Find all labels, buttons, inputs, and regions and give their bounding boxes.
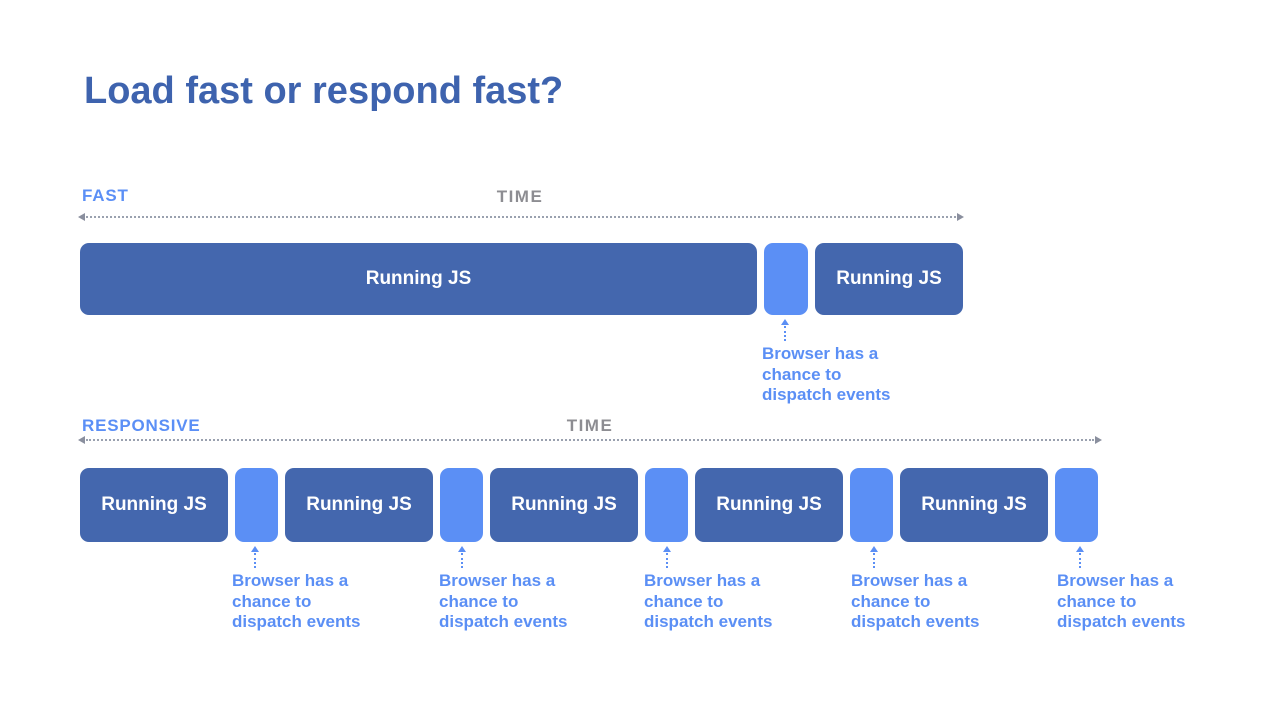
annotation-line: dispatch events — [851, 612, 980, 631]
annotation-line: dispatch events — [439, 612, 568, 631]
annotation-line: chance to — [439, 591, 519, 611]
annotation-line: chance to — [1057, 591, 1137, 611]
dotted-up-arrow-icon — [780, 319, 790, 341]
annotation-text: Browser has a chance to dispatch events — [851, 571, 1026, 633]
annotation-text: Browser has a chance to dispatch events — [644, 571, 819, 633]
annotation-line: Browser has a — [1057, 571, 1174, 590]
annotation-text: Browser has a chance to dispatch events — [439, 571, 614, 633]
responsive-time-axis — [78, 434, 1102, 446]
running-js-bar: Running JS — [490, 468, 638, 542]
annotation-line: dispatch events — [232, 612, 361, 631]
timeline-dotted-line — [86, 216, 956, 218]
dotted-up-arrow-icon — [250, 546, 260, 568]
dotted-up-arrow-icon — [457, 546, 467, 568]
running-js-bar: Running JS — [900, 468, 1048, 542]
responsive-section-label: RESPONSIVE — [82, 416, 201, 435]
timeline-dotted-line — [86, 439, 1094, 441]
dispatch-annotation: Browser has a chance to dispatch events — [232, 546, 407, 633]
running-js-bar: Running JS — [80, 468, 228, 542]
fast-bar-row: Running JS Running JS — [80, 243, 963, 315]
annotation-text: Browser has a chance to dispatch events — [1057, 571, 1232, 633]
fast-time-label: TIME — [496, 187, 544, 206]
annotation-line: chance to — [232, 591, 312, 611]
annotation-line: Browser has a — [439, 571, 556, 590]
dispatch-annotation: Browser has a chance to dispatch events — [644, 546, 819, 633]
timeline-left-arrowhead-icon — [78, 213, 85, 221]
annotation-line: Browser has a — [851, 571, 968, 590]
annotation-line: dispatch events — [762, 385, 891, 404]
dotted-up-arrow-icon — [1075, 546, 1085, 568]
fast-section-label: FAST — [82, 186, 129, 205]
timeline-right-arrowhead-icon — [1095, 436, 1102, 444]
annotation-line: Browser has a — [232, 571, 349, 590]
event-gap-block — [764, 243, 808, 315]
event-gap-block — [235, 468, 278, 542]
event-gap-block — [850, 468, 893, 542]
responsive-bar-row: Running JS Running JS Running JS Running… — [80, 468, 1098, 542]
annotation-line: dispatch events — [644, 612, 773, 631]
dispatch-annotation: Browser has a chance to dispatch events — [439, 546, 614, 633]
event-gap-block — [1055, 468, 1098, 542]
running-js-bar: Running JS — [815, 243, 963, 315]
annotation-line: chance to — [644, 591, 724, 611]
running-js-bar: Running JS — [80, 243, 757, 315]
dispatch-annotation: Browser has a chance to dispatch events — [762, 319, 937, 406]
event-gap-block — [645, 468, 688, 542]
dispatch-annotation: Browser has a chance to dispatch events — [851, 546, 1026, 633]
responsive-time-label: TIME — [566, 416, 614, 435]
timeline-left-arrowhead-icon — [78, 436, 85, 444]
annotation-line: Browser has a — [762, 344, 879, 363]
annotation-line: chance to — [851, 591, 931, 611]
annotation-line: dispatch events — [1057, 612, 1186, 631]
page-title: Load fast or respond fast? — [84, 70, 564, 112]
annotation-line: Browser has a — [644, 571, 761, 590]
dotted-up-arrow-icon — [662, 546, 672, 568]
timeline-right-arrowhead-icon — [957, 213, 964, 221]
fast-time-axis — [78, 211, 964, 223]
annotation-text: Browser has a chance to dispatch events — [762, 344, 937, 406]
dispatch-annotation: Browser has a chance to dispatch events — [1057, 546, 1232, 633]
dotted-up-arrow-icon — [869, 546, 879, 568]
annotation-line: chance to — [762, 364, 842, 384]
running-js-bar: Running JS — [695, 468, 843, 542]
annotation-text: Browser has a chance to dispatch events — [232, 571, 407, 633]
running-js-bar: Running JS — [285, 468, 433, 542]
event-gap-block — [440, 468, 483, 542]
